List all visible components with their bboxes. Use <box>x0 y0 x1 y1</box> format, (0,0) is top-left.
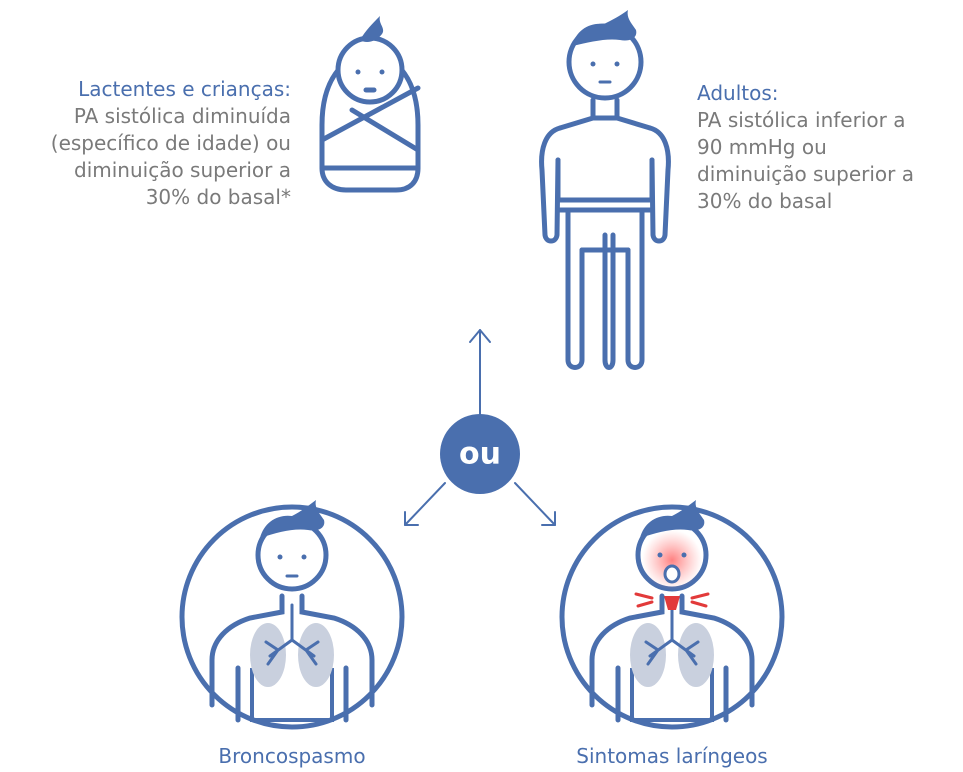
bronchospasm-caption: Broncospasmo <box>218 744 366 768</box>
infant-criteria-text: Lactentes e crianças: PA sistólica dimin… <box>51 76 291 211</box>
infant-line-2: (específico de idade) ou <box>50 131 291 155</box>
adult-icon <box>539 23 671 370</box>
ou-circle <box>440 414 520 494</box>
adult-line-2: 90 mmHg ou <box>697 135 827 159</box>
infant-hair-icon <box>360 16 384 42</box>
infant-line-3: diminuição superior a <box>74 158 291 182</box>
infant-icon <box>319 35 421 193</box>
laryngeal-caption: Sintomas laríngeos <box>576 744 768 768</box>
laryngeal-icon <box>559 500 785 730</box>
arrows <box>404 329 556 526</box>
infant-line-4: 30% do basal* <box>145 185 291 209</box>
adult-line-4: 30% do basal <box>697 189 833 213</box>
adult-face <box>590 61 620 84</box>
adult-line-1: PA sistólica inferior a <box>697 108 906 132</box>
ou-label: ou <box>459 436 501 472</box>
adult-line-3: diminuição superior a <box>697 162 914 186</box>
adult-hair-icon <box>572 10 637 46</box>
adult-criteria-text: Adultos: PA sistólica inferior a 90 mmHg… <box>697 80 914 215</box>
bronchospasm-icon <box>179 500 405 730</box>
infant-heading: Lactentes e crianças: <box>78 77 291 101</box>
infant-line-1: PA sistólica diminuída <box>73 104 291 128</box>
adult-heading: Adultos: <box>697 81 779 105</box>
